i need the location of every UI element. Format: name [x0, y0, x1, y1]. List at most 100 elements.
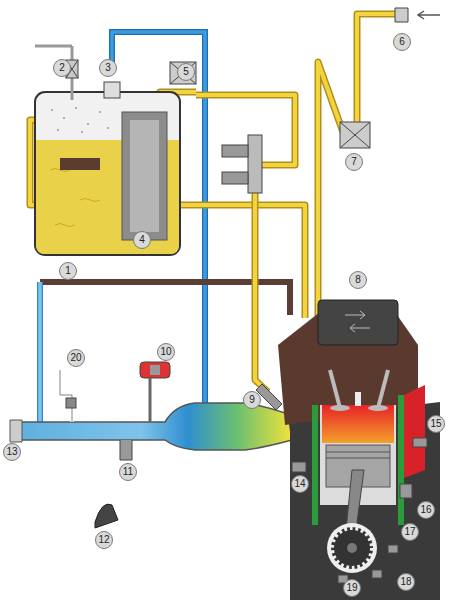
idle-pipe: [149, 378, 152, 422]
callout-number: 11: [123, 467, 133, 477]
unit-arrows: [345, 311, 370, 332]
callout-number: 5: [183, 67, 189, 77]
callout-marker: 8: [349, 271, 367, 289]
air-sensor: [66, 398, 76, 408]
callout-marker: 10: [157, 343, 175, 361]
callout-number: 2: [59, 63, 65, 73]
connecting-rod: [346, 470, 364, 530]
air-line: [38, 282, 42, 430]
callout-marker: 18: [397, 573, 415, 591]
fuel-tank: [35, 92, 180, 255]
callout-number: 4: [139, 235, 145, 245]
intake-valve: [330, 370, 340, 408]
callout-marker: 16: [417, 501, 435, 519]
purge-line: [112, 32, 205, 410]
valve-head: [330, 405, 350, 411]
callout-number: 1: [65, 266, 71, 276]
pedal-sensor: [95, 504, 118, 528]
bypass-line: [60, 370, 72, 422]
callout-number: 6: [399, 37, 405, 47]
filter-cross: [340, 122, 370, 148]
callout-marker: 15: [427, 415, 445, 433]
callout-number: 13: [6, 447, 17, 457]
callout-number: 8: [355, 275, 361, 285]
fuel-line: [318, 62, 344, 320]
fuel-inlet: [395, 8, 408, 22]
position-sensor: [372, 570, 382, 578]
callout-marker: 4: [133, 231, 151, 249]
callout-marker: 20: [67, 349, 85, 367]
canister-core: [130, 120, 159, 232]
callout-marker: 5: [177, 63, 195, 81]
crank-hub: [347, 543, 357, 553]
air-line: [37, 282, 43, 430]
regulator-cross: [170, 62, 196, 84]
fuel-rail: [248, 135, 262, 193]
throttle-sensor: [120, 440, 132, 460]
coolant-jacket: [312, 405, 318, 525]
idle-valve: [140, 362, 170, 378]
crank-wheel: [327, 523, 377, 573]
knock-sensor: [292, 462, 306, 472]
callout-marker: 2: [53, 59, 71, 77]
callout-number: 14: [294, 479, 305, 489]
fuel-line: [318, 62, 344, 320]
coolant-jacket: [398, 395, 404, 525]
valve-head: [368, 405, 388, 411]
ignition-unit: [318, 300, 398, 345]
coolant-sensor: [400, 484, 412, 498]
callout-marker: 1: [59, 262, 77, 280]
injector: [222, 145, 248, 157]
callout-marker: 12: [95, 531, 113, 549]
callout-marker: 9: [243, 391, 261, 409]
piston-ring: [326, 458, 390, 459]
callout-number: 7: [351, 157, 357, 167]
fuel-line: [357, 14, 395, 122]
callout-number: 12: [98, 535, 109, 545]
pressure-regulator: [170, 62, 196, 84]
exhaust-valve: [378, 370, 388, 408]
callout-marker: 14: [291, 475, 309, 493]
purge-valve: [104, 82, 120, 98]
callout-number: 9: [249, 395, 255, 405]
inflow-arrow: [418, 11, 440, 19]
purge-line: [112, 32, 205, 410]
exhaust-port: [404, 385, 425, 478]
pump-block: [60, 158, 100, 170]
air-inlet: [10, 420, 22, 442]
callout-number: 17: [404, 527, 415, 537]
callout-number: 15: [430, 419, 441, 429]
combustion-chamber: [322, 405, 394, 443]
callout-marker: 3: [99, 59, 117, 77]
fuel-line: [357, 14, 395, 122]
fuel-line: [255, 190, 268, 392]
callout-marker: 13: [3, 443, 21, 461]
fuel-line: [196, 95, 295, 165]
fuel-line: [255, 190, 268, 392]
spark-plug: [355, 392, 361, 406]
callout-marker: 6: [393, 33, 411, 51]
callout-marker: 19: [343, 579, 361, 597]
fuel-waves: [50, 169, 100, 227]
fuel-filter: [340, 122, 370, 148]
lambda-sensor: [413, 438, 427, 447]
callout-marker: 17: [401, 523, 419, 541]
callout-number: 18: [400, 577, 411, 587]
callout-number: 10: [160, 347, 171, 357]
crank-teeth: [331, 527, 373, 569]
callout-marker: 7: [345, 153, 363, 171]
idle-valve-core: [150, 365, 160, 375]
speed-sensor: [388, 545, 398, 553]
vent-pipe: [35, 45, 72, 48]
fuel-line: [196, 95, 295, 165]
canister: [122, 112, 167, 240]
injector: [222, 172, 248, 184]
vapour-dots: [51, 107, 109, 133]
piston-ring: [326, 452, 390, 453]
callout-number: 3: [105, 63, 111, 73]
bypass-line: [60, 370, 72, 422]
callout-number: 20: [70, 353, 81, 363]
intake-manifold: [18, 403, 292, 450]
